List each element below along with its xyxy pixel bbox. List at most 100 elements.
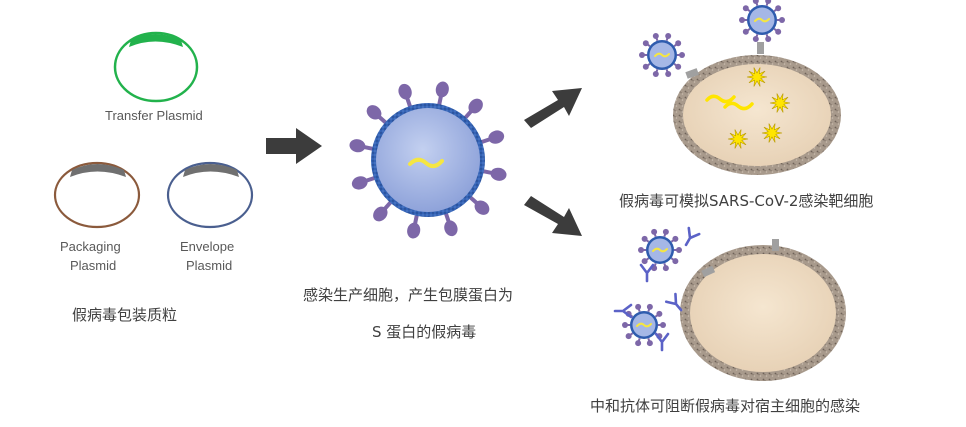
viral-rna-icon — [652, 247, 668, 253]
viral-particle-icon — [727, 129, 749, 149]
cell-cytoplasm — [690, 254, 836, 372]
packaging-plasmid-label-line2: Plasmid — [70, 258, 116, 273]
spike-protein — [443, 211, 458, 237]
spike-protein — [765, 33, 772, 43]
antibody-icon — [664, 292, 683, 312]
spike-protein — [641, 257, 650, 265]
viral-particles — [727, 67, 791, 149]
spike-protein — [398, 83, 413, 109]
spike-protein — [773, 5, 782, 12]
virion-core — [376, 108, 480, 212]
spike-protein — [479, 130, 505, 145]
spike-protein — [752, 33, 759, 43]
small-pseudovirus-left — [639, 32, 685, 78]
viral-particle-icon — [761, 123, 783, 143]
viral-particle-icon — [769, 93, 791, 113]
spike-protein — [652, 68, 659, 78]
transfer-plasmid-insert — [129, 34, 183, 47]
transfer-plasmid-ring — [113, 31, 199, 103]
small-pseudovirus-top — [739, 0, 785, 43]
cell-cytoplasm — [683, 64, 831, 166]
viral-rna-icon — [754, 17, 770, 23]
released-rna-icon — [723, 101, 754, 111]
envelope-plasmid-ring — [166, 161, 254, 229]
spike-protein — [677, 52, 685, 58]
spike-protein — [638, 247, 646, 253]
spike-protein — [407, 213, 421, 239]
antibody-icon — [613, 303, 633, 319]
spike-protein — [366, 105, 389, 126]
spike-protein — [467, 194, 490, 215]
spike-protein — [665, 32, 672, 42]
spike-protein — [673, 63, 682, 70]
spike-protein — [652, 32, 659, 42]
spike-protein — [773, 28, 782, 35]
spike-protein — [373, 199, 394, 222]
receptor — [685, 68, 700, 79]
receptor — [772, 239, 779, 251]
spike-protein — [481, 167, 507, 181]
target-cell-infected — [673, 42, 841, 175]
spike-protein — [658, 322, 666, 328]
spike-protein — [662, 228, 669, 237]
large-pseudovirus — [349, 81, 507, 239]
envelope-plasmid-label-line1: Envelope — [180, 239, 234, 254]
plasmid-set-caption: 假病毒包装质粒 — [72, 306, 177, 324]
spike-protein — [670, 257, 679, 265]
spike-protein — [742, 28, 751, 35]
spike-protein — [635, 303, 642, 312]
receptor — [757, 42, 764, 54]
spike-protein — [646, 303, 653, 312]
transfer-plasmid-label: Transfer Plasmid — [105, 108, 203, 123]
spike-protein — [742, 5, 751, 12]
spike-protein — [674, 247, 682, 253]
released-rna-icon — [705, 94, 736, 104]
spike-protein — [635, 338, 642, 347]
antibody-icon — [639, 263, 655, 283]
envelope-plasmid-insert — [183, 164, 239, 177]
packaging-plasmid-insert — [70, 164, 126, 177]
spike-protein — [654, 310, 663, 318]
envelope-plasmid-label-line2: Plasmid — [186, 258, 232, 273]
infection-caption: 假病毒可模拟SARS-CoV-2感染靶细胞 — [619, 192, 873, 210]
arrow-to-neutralization — [524, 196, 582, 236]
spike-protein — [670, 235, 679, 243]
arrow-to-virion — [266, 128, 322, 164]
spike-protein — [662, 263, 669, 272]
neutralizing-antibodies — [613, 226, 701, 352]
neutralized-pseudovirus-upper — [638, 228, 682, 272]
viral-rna-icon — [408, 157, 444, 168]
packaging-plasmid — [53, 161, 141, 229]
spike-protein — [739, 17, 747, 23]
spike-protein — [777, 17, 785, 23]
viral-rna-icon — [636, 322, 652, 328]
spike-protein — [349, 139, 375, 153]
spike-proteins — [349, 81, 507, 239]
spike-protein — [622, 322, 630, 328]
packaging-plasmid-label-line1: Packaging — [60, 239, 121, 254]
spike-protein — [642, 63, 651, 70]
spike-protein — [651, 228, 658, 237]
transfer-plasmid — [113, 31, 199, 103]
spike-protein — [351, 175, 377, 190]
production-caption-line2: S 蛋白的假病毒 — [372, 323, 476, 341]
spike-protein — [639, 52, 647, 58]
arrow-to-infection — [524, 88, 582, 128]
spike-protein — [462, 98, 483, 121]
spike-protein — [765, 0, 772, 7]
spike-protein — [752, 0, 759, 7]
antibody-icon — [654, 332, 670, 352]
production-caption-line1: 感染生产细胞，产生包膜蛋白为 — [303, 286, 513, 304]
viral-rna-icon — [654, 52, 670, 58]
packaging-plasmid-ring — [53, 161, 141, 229]
spike-protein — [642, 40, 651, 47]
neutralization-caption: 中和抗体可阻断假病毒对宿主细胞的感染 — [590, 397, 860, 415]
envelope-plasmid — [166, 161, 254, 229]
spike-protein — [665, 68, 672, 78]
receptor — [701, 265, 716, 278]
viral-particle-icon — [746, 67, 768, 87]
antibody-icon — [684, 226, 701, 247]
spike-protein — [646, 338, 653, 347]
spike-protein — [641, 235, 650, 243]
